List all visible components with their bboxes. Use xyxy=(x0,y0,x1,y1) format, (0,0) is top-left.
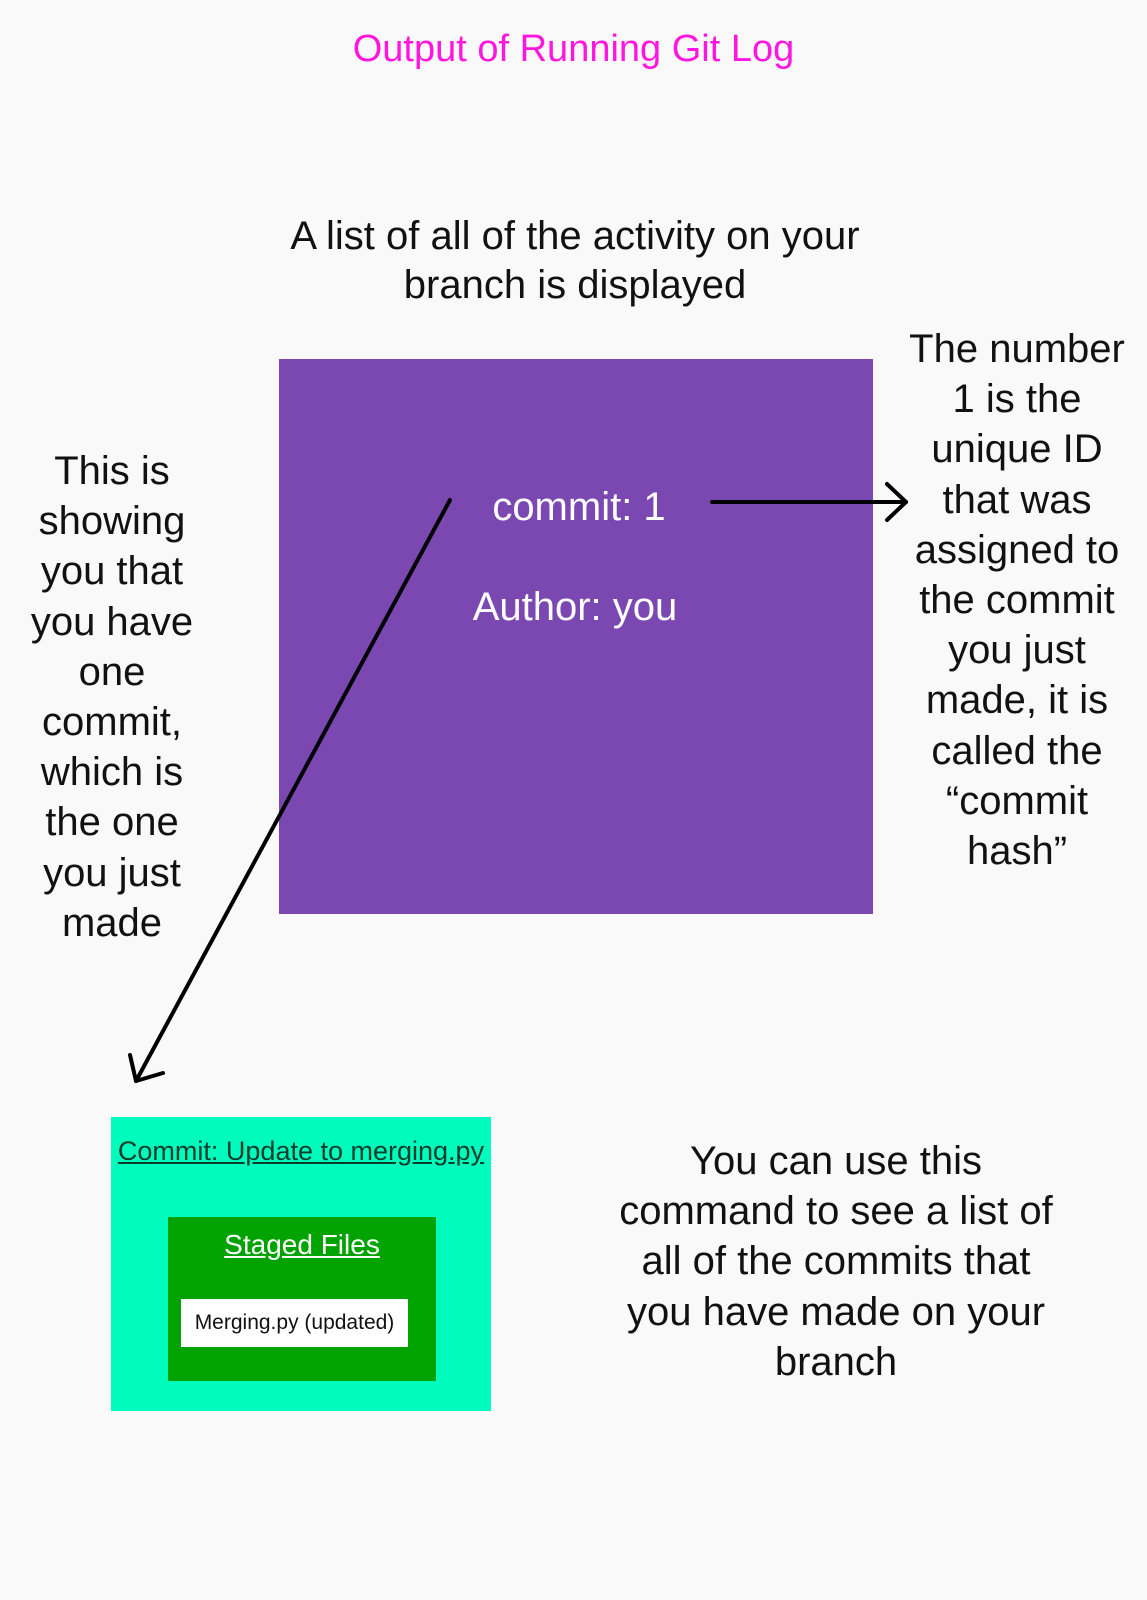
staged-files-title: Staged Files xyxy=(224,1229,380,1260)
commit-card-title: Commit: Update to merging.py xyxy=(117,1136,485,1166)
page-title: Output of Running Git Log xyxy=(352,28,795,70)
staged-file-item: Merging.py (updated) xyxy=(181,1299,408,1347)
one-commit-note: This is showing you that you have one co… xyxy=(30,449,194,945)
subtitle: A list of all of the activity on your br… xyxy=(290,214,860,307)
commit-hash-line: commit: 1 xyxy=(492,485,666,529)
author-line: Author: you xyxy=(472,585,678,629)
command-usage-note: You can use this command to see a list o… xyxy=(619,1139,1053,1384)
right-arrow xyxy=(710,482,908,522)
commit-hash-note: The number 1 is the unique ID that was a… xyxy=(909,327,1125,874)
diagonal-arrow xyxy=(128,498,452,1083)
